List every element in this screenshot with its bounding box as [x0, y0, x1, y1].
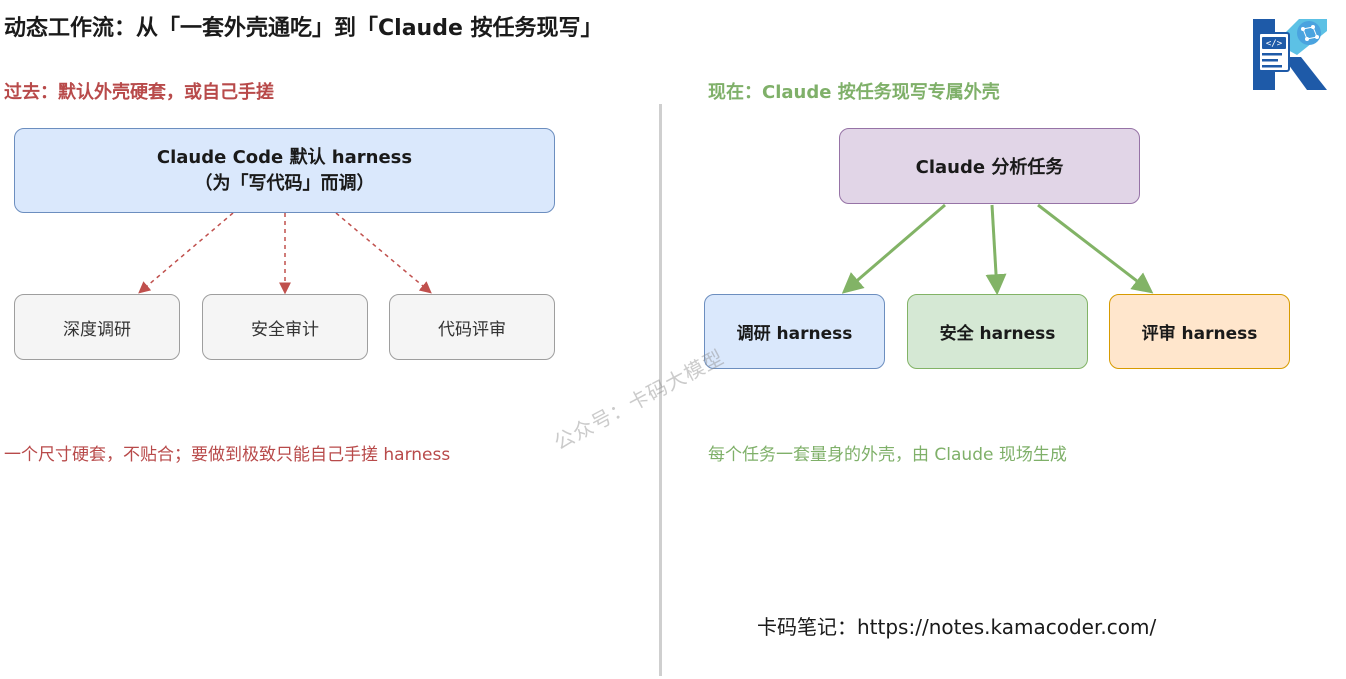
claude-analyze-label: Claude 分析任务	[915, 157, 1064, 178]
default-harness-node: Claude Code 默认 harness （为「写代码」而调）	[14, 128, 555, 213]
harness-node-label: 调研 harness	[736, 324, 853, 344]
now-section-label: 现在：Claude 按任务现写专属外壳	[708, 82, 1000, 103]
harness-node-research: 调研 harness	[704, 294, 885, 369]
harness-node-review: 评审 harness	[1109, 294, 1290, 369]
default-harness-title: Claude Code 默认 harness	[156, 146, 413, 168]
kamacoder-logo-icon: </>	[1253, 19, 1327, 90]
task-node-security: 安全审计	[202, 294, 368, 360]
task-node-review: 代码评审	[389, 294, 555, 360]
footer-notes-link[interactable]: 卡码笔记：https://notes.kamacoder.com/	[757, 615, 1157, 639]
task-node-research: 深度调研	[14, 294, 180, 360]
claude-analyze-node: Claude 分析任务	[839, 128, 1140, 204]
dashed-arrow-review	[335, 212, 432, 294]
solid-arrow-security	[985, 204, 1007, 296]
solid-arrow-review	[1037, 203, 1154, 294]
harness-node-label: 安全 harness	[939, 324, 1056, 344]
default-harness-subtitle: （为「写代码」而调）	[194, 172, 375, 194]
section-divider	[659, 104, 662, 676]
svg-text:</>: </>	[1266, 39, 1283, 49]
now-note: 每个任务一套量身的外壳，由 Claude 现场生成	[708, 445, 1067, 465]
task-node-label: 安全审计	[251, 319, 319, 340]
past-note: 一个尺寸硬套，不贴合；要做到极致只能自己手搓 harness	[4, 445, 451, 465]
task-node-label: 深度调研	[63, 319, 131, 340]
watermark: 公众号：卡码大模型	[549, 344, 729, 455]
harness-node-security: 安全 harness	[907, 294, 1088, 369]
task-node-label: 代码评审	[438, 319, 506, 340]
page-title: 动态工作流：从「一套外壳通吃」到「Claude 按任务现写」	[4, 16, 603, 41]
dashed-arrow-research	[138, 212, 234, 294]
solid-arrow-research	[841, 203, 946, 294]
harness-node-label: 评审 harness	[1141, 324, 1258, 344]
past-section-label: 过去：默认外壳硬套，或自己手搓	[4, 82, 274, 103]
